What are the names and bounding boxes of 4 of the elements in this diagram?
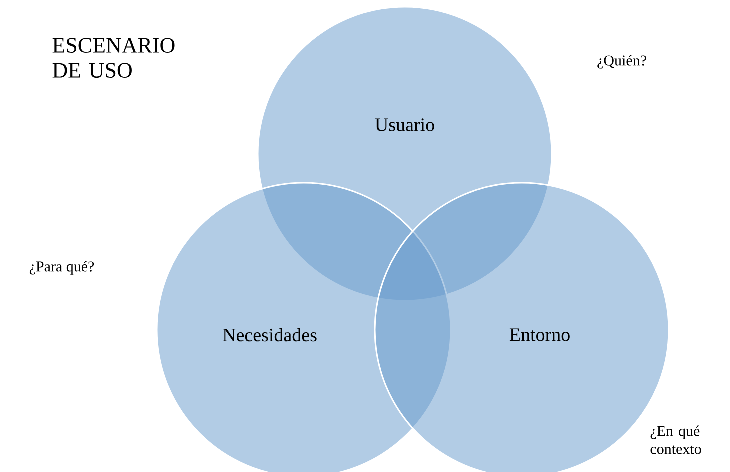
question-label: ¿En qué contexto: [650, 426, 702, 454]
question-label: ¿Quién?: [598, 55, 646, 69]
question-label: ¿Para qué?: [30, 261, 94, 275]
diagram-title: ESCENARIO DE USO: [52, 38, 175, 78]
